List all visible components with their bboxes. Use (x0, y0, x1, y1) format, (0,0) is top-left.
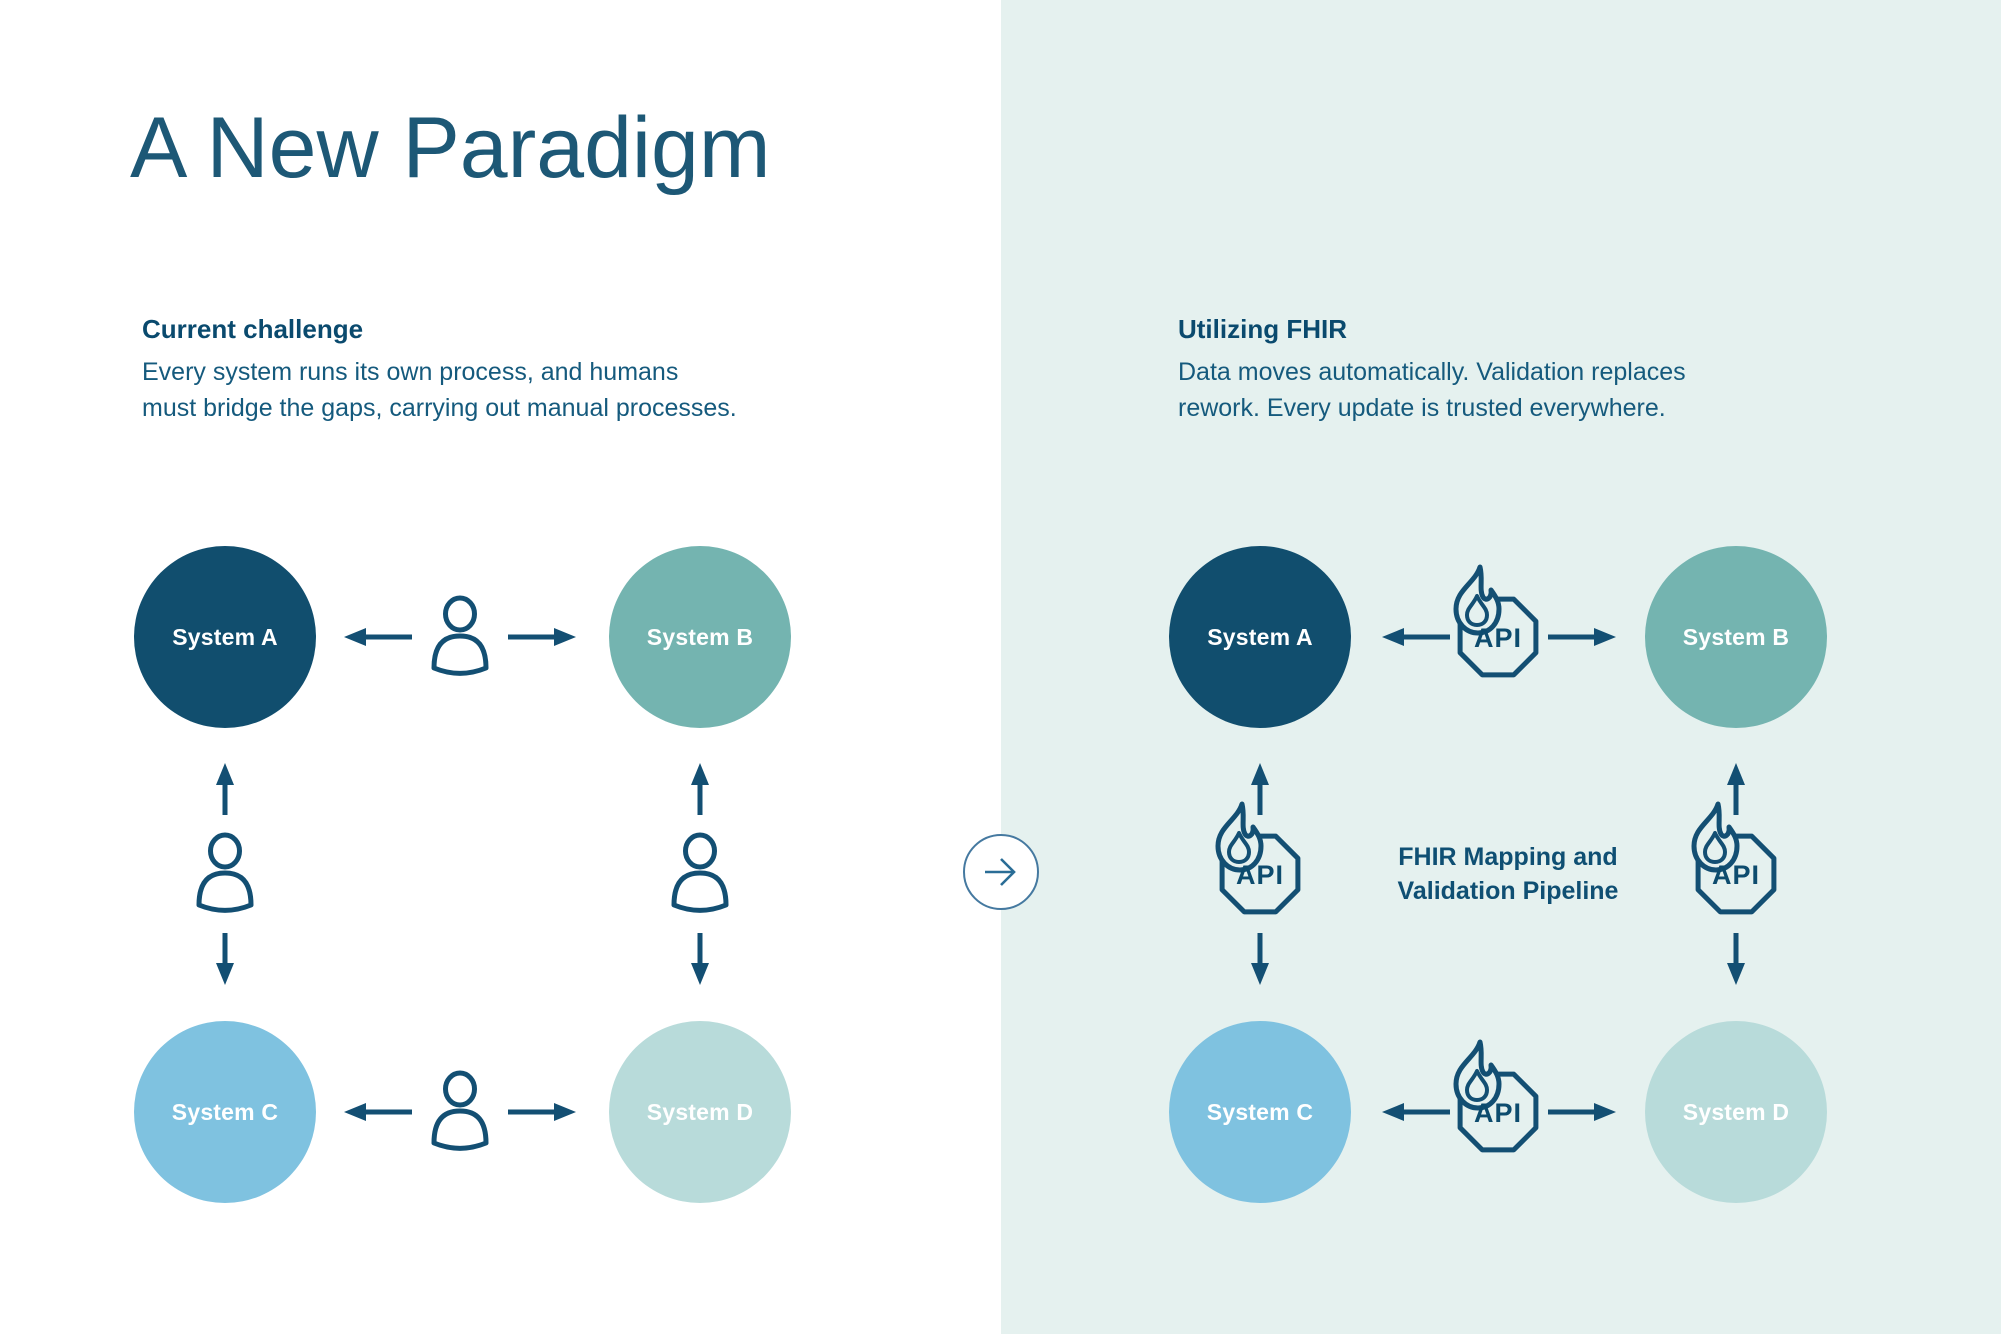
system-label: System B (1682, 623, 1790, 650)
arrow-down-icon (1727, 933, 1745, 985)
arrow-right-icon (508, 1103, 576, 1121)
api-label: API (1474, 623, 1522, 653)
arrow-right-icon (985, 858, 1016, 886)
arrow-right-icon (1548, 628, 1616, 646)
pipeline-label: FHIR Mapping and Validation Pipeline (1308, 840, 1708, 908)
fhir-api-icon: API (1453, 1039, 1539, 1153)
arrow-left-icon (344, 1103, 412, 1121)
arrow-down-icon (216, 933, 234, 985)
arrow-down-icon (691, 933, 709, 985)
system-label: System D (646, 1098, 754, 1125)
pipeline-label-line-2: Validation Pipeline (1397, 877, 1619, 905)
arrow-up-icon (1251, 763, 1269, 815)
api-label: API (1474, 1098, 1522, 1128)
system-label: System A (1207, 623, 1313, 650)
right-system-b-circle: System B (1645, 546, 1827, 728)
system-label: System B (646, 623, 754, 650)
arrow-up-icon (691, 763, 709, 815)
page-title: A New Paradigm (130, 100, 771, 196)
right-body-line-1: Data moves automatically. Validation rep… (1178, 358, 1686, 386)
arrow-right-icon (1548, 1103, 1616, 1121)
arrow-left-icon (344, 628, 412, 646)
fhir-api-icon: API (1215, 801, 1301, 915)
left-body-line-2: must bridge the gaps, carrying out manua… (142, 394, 737, 422)
person-icon (431, 1070, 489, 1151)
arrow-down-icon (1251, 933, 1269, 985)
pipeline-label-line-1: FHIR Mapping and (1398, 843, 1618, 871)
arrow-up-icon (1727, 763, 1745, 815)
right-body-line-2: rework. Every update is trusted everywhe… (1178, 394, 1666, 422)
fhir-api-icon: API (1453, 564, 1539, 678)
person-icon (196, 832, 254, 913)
system-label: System D (1682, 1098, 1790, 1125)
left-system-d-circle: System D (609, 1021, 791, 1203)
arrow-left-icon (1382, 628, 1450, 646)
right-system-c-circle: System C (1169, 1021, 1351, 1203)
fhir-api-icon: API (1691, 801, 1777, 915)
left-system-b-circle: System B (609, 546, 791, 728)
system-label: System C (171, 1098, 279, 1125)
api-label: API (1712, 860, 1760, 890)
arrow-right-icon (508, 628, 576, 646)
left-system-a-circle: System A (134, 546, 316, 728)
left-text-block: Current challenge Every system runs its … (142, 314, 842, 426)
arrow-up-icon (216, 763, 234, 815)
left-heading: Current challenge (142, 314, 364, 344)
system-label: System A (172, 623, 278, 650)
api-label: API (1236, 860, 1284, 890)
arrow-left-icon (1382, 1103, 1450, 1121)
system-label: System C (1206, 1098, 1314, 1125)
person-icon (671, 832, 729, 913)
person-icon (431, 595, 489, 676)
right-heading: Utilizing FHIR (1178, 314, 1347, 344)
right-text-block: Utilizing FHIR Data moves automatically.… (1178, 314, 1878, 426)
right-system-a-circle: System A (1169, 546, 1351, 728)
right-panel-background (1001, 0, 2001, 1334)
panel-transition-arrow-button (963, 834, 1039, 910)
left-body-line-1: Every system runs its own process, and h… (142, 358, 679, 386)
right-system-d-circle: System D (1645, 1021, 1827, 1203)
left-system-c-circle: System C (134, 1021, 316, 1203)
